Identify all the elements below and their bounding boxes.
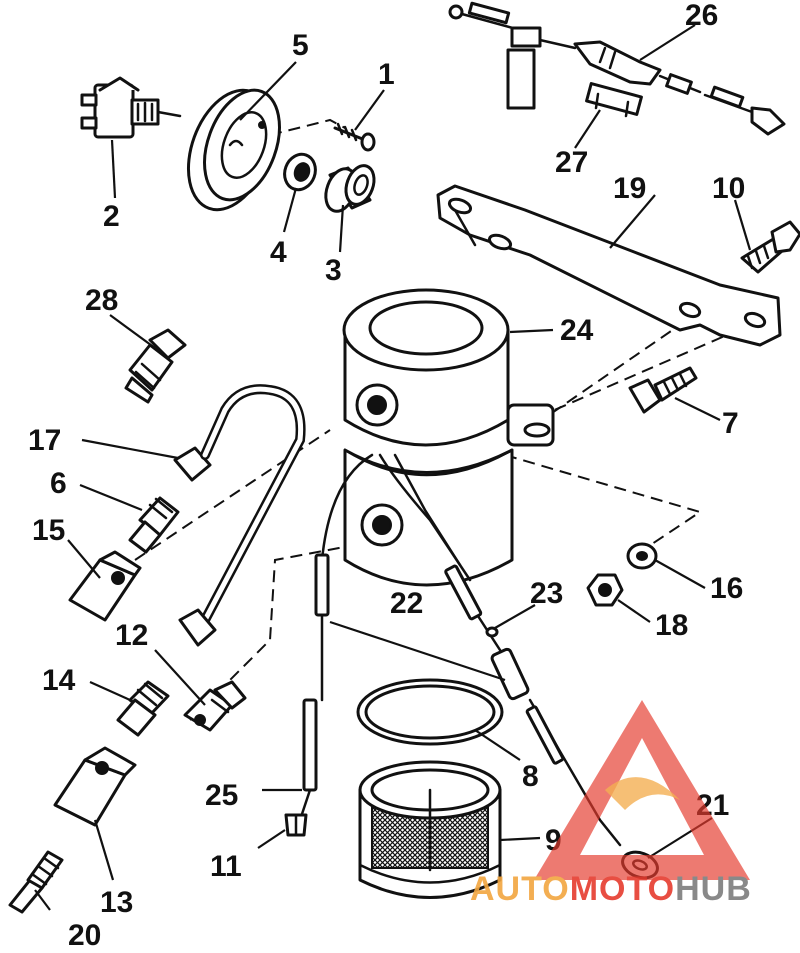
watermark-text-moto: MOTO [570,870,675,908]
watermark-text: AUTOMOTOHUB [470,870,752,908]
callout-7: 7 [722,407,739,440]
part-19-bracket [436,184,782,347]
callout-28: 28 [85,284,118,317]
watermark-text-hub: HUB [675,870,752,908]
leader-lines [34,24,752,911]
callout-14: 14 [42,664,76,697]
callout-19: 19 [613,172,646,205]
callout-20: 20 [68,919,101,952]
part-26-fuse-harness [448,1,786,136]
callout-17: 17 [28,424,61,457]
part-20-barb [8,850,64,914]
callout-15: 15 [32,514,65,547]
part-16-washer [626,542,658,570]
part-15-block [68,550,142,622]
part-4-nut [283,152,317,192]
part-24-pump [342,288,555,587]
part-23-connector [485,626,499,638]
part-25-wire [298,698,318,822]
callout-22: 22 [390,587,423,620]
watermark-triangle-logo [534,700,750,880]
part-2-switch [80,76,182,139]
callout-4: 4 [270,236,287,269]
callout-10: 10 [712,172,745,205]
part-6-fitting [128,496,180,554]
callout-3: 3 [325,254,342,287]
part-28-fitting [124,328,187,404]
callout-18: 18 [655,609,688,642]
watermark-text-auto: AUTO [470,870,570,908]
callout-5: 5 [292,29,309,62]
part-22-wiring [314,453,530,702]
callout-23: 23 [530,577,563,610]
part-12-fitting [183,680,247,732]
callout-13: 13 [100,886,133,919]
part-17-fuel-line [173,384,306,647]
part-14-fitting [116,680,170,737]
callout-16: 16 [710,572,743,605]
callout-11: 11 [210,850,242,883]
part-10-bolt [740,220,800,274]
part-9-filter [358,760,502,899]
callout-8: 8 [522,760,539,793]
callout-25: 25 [205,779,238,812]
callout-27: 27 [555,146,588,179]
callout-2: 2 [103,200,120,233]
part-8-o-ring [356,678,504,746]
part-5-gauge [186,88,281,212]
callout-12: 12 [115,619,148,652]
part-13-block [53,746,137,827]
callout-26: 26 [685,0,718,32]
part-1-screw [333,122,376,152]
watermark-logo-swoosh [605,777,680,810]
callout-24: 24 [560,314,594,347]
part-3-bushing [324,164,376,213]
callout-6: 6 [50,467,67,500]
part-11-terminal [284,813,308,837]
part-7-bolt [628,366,698,414]
callout-1: 1 [378,58,395,91]
automotohub-watermark: AUTOMOTOHUB [470,700,752,908]
part-27-fuse [585,82,643,118]
part-18-nut [586,573,624,607]
